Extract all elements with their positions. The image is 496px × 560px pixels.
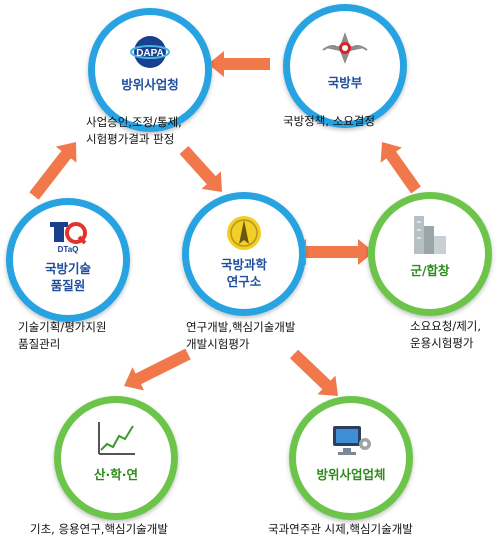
- mnd-emblem-icon: [322, 32, 368, 64]
- arrow-add-jcs: [290, 239, 374, 265]
- arrow-add-to-industry: [289, 349, 338, 396]
- mnd-node: 국방부: [283, 4, 407, 128]
- arrow-dtaq-to-dapa: [29, 142, 77, 200]
- jcs-description-line1: 소요요청/제기,: [410, 319, 482, 333]
- academia-description: 기초, 응용연구,핵심기술개발: [30, 522, 168, 536]
- industry-node: 방위사업업체: [289, 396, 413, 520]
- dtaq-description-line1: 기술기획/평가지원: [18, 320, 107, 334]
- arrow-group: [29, 51, 421, 396]
- dapa-ring: [88, 8, 212, 132]
- add-description-line1: 연구개발,핵심기술개발: [186, 320, 296, 334]
- building-icon: [414, 216, 446, 254]
- dapa-node: DAPA 방위사업청: [88, 8, 212, 132]
- dtaq-logo-text: DTaQ: [58, 245, 79, 254]
- dapa-description-line2: 시험평가결과 판정: [86, 132, 175, 146]
- mnd-description: 국방정책, 소요결정: [283, 114, 375, 128]
- arrow-mnd-to-dapa: [208, 51, 270, 77]
- jcs-label: 군/합창: [410, 263, 450, 278]
- computer-icon: [333, 426, 371, 455]
- academia-ring: [54, 396, 178, 520]
- academia-node: 산·학·연: [54, 396, 178, 520]
- industry-label: 방위사업업체: [316, 467, 386, 482]
- mnd-label: 국방부: [327, 75, 363, 90]
- chart-icon: [98, 422, 135, 455]
- add-description-line2: 개발시험평가: [186, 337, 250, 351]
- jcs-node: 군/합창: [368, 192, 492, 316]
- dapa-logo-text: DAPA: [136, 48, 164, 59]
- academia-label: 산·학·연: [94, 467, 138, 482]
- add-ring: [182, 192, 306, 316]
- dapa-label: 방위사업청: [121, 77, 179, 92]
- dtaq-label-line1: 국방기술: [44, 261, 91, 276]
- arrow-dapa-to-add: [179, 146, 222, 192]
- dtaq-node: DTaQ 국방기술 품질원: [6, 198, 130, 322]
- add-emblem-icon: [227, 216, 261, 250]
- industry-description: 국과연주관 시제,핵심기술개발: [268, 522, 413, 536]
- arrow-jcs-to-mnd: [380, 142, 421, 194]
- dtaq-label-line2: 품질원: [50, 278, 86, 293]
- mnd-ring: [283, 4, 407, 128]
- industry-ring: [289, 396, 413, 520]
- add-label-line2: 연구소: [226, 274, 262, 289]
- dtaq-description-line2: 품질관리: [18, 337, 61, 351]
- arrow-add-to-academia: [124, 348, 191, 391]
- add-node: 국방과학 연구소: [182, 192, 306, 316]
- dtaq-logo-icon: DTaQ: [50, 222, 87, 254]
- add-label-line1: 국방과학: [220, 257, 267, 272]
- dapa-logo-icon: DAPA: [130, 36, 170, 68]
- dapa-description-line1: 사업승인,조정/통제,: [86, 115, 182, 129]
- dtaq-ring: [6, 198, 130, 322]
- jcs-ring: [368, 192, 492, 316]
- jcs-description-line2: 운용시험평가: [410, 336, 474, 350]
